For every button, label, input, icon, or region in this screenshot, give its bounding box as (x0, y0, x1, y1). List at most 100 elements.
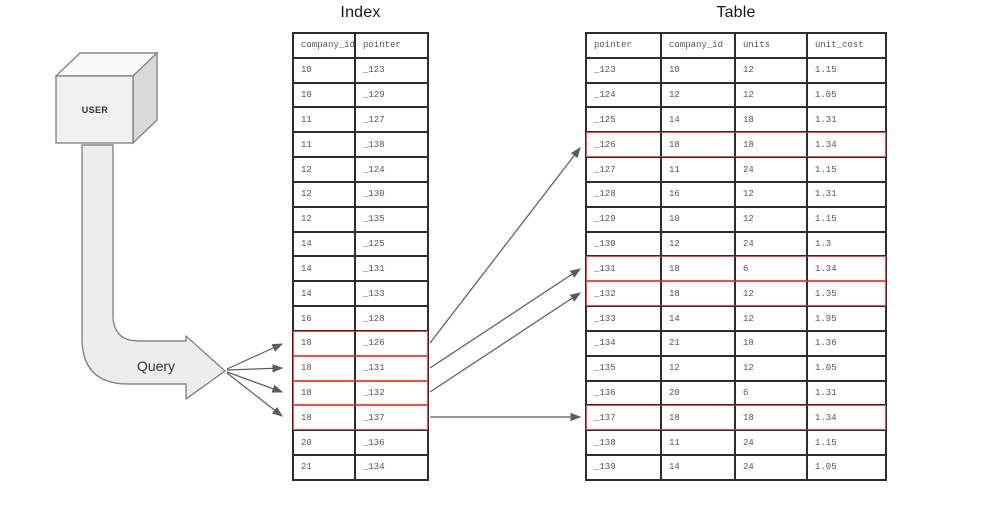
table-cell: _128 (355, 306, 428, 331)
table-cell: 14 (293, 256, 355, 282)
table-cell: 1.15 (807, 57, 886, 83)
table-cell: 1.3 (807, 231, 886, 257)
table-cell: _133 (586, 306, 661, 331)
table-cell: 21 (661, 330, 735, 356)
table-cell: 18 (293, 355, 355, 381)
table-cell: _123 (355, 57, 428, 83)
query-fan-arrows (226, 343, 284, 417)
table-cell: _132 (355, 380, 428, 406)
table-cell: _134 (586, 330, 661, 356)
table-cell: 12 (661, 82, 735, 108)
table-cell: 18 (293, 405, 355, 431)
table-cell: _124 (586, 82, 661, 108)
user-cube-top-face (54, 52, 159, 77)
table-title: Table (716, 4, 756, 21)
table-cell: 11 (293, 132, 355, 158)
pointer-arrows (429, 147, 582, 422)
table-cell: 14 (293, 281, 355, 307)
column-header-cell: unit_cost (807, 33, 886, 58)
column-header-cell: company_id (661, 33, 735, 58)
table-cell: 1.36 (807, 330, 886, 356)
column-header-cell: pointer (355, 33, 428, 58)
table-cell: 18 (735, 107, 807, 133)
table-cell: _133 (355, 281, 428, 307)
table-cell: 18 (735, 405, 807, 431)
table-cell: 20 (293, 430, 355, 456)
query-arrow (81, 144, 226, 400)
table-cell: _128 (586, 181, 661, 207)
table-cell: _129 (355, 82, 428, 108)
table-cell: 18 (293, 330, 355, 356)
pointer-arrow-131 (429, 268, 582, 369)
table-cell: _139 (586, 455, 661, 480)
table-cell: 16 (661, 181, 735, 207)
column-header-cell: pointer (586, 33, 661, 58)
table-cell: _136 (586, 380, 661, 406)
user-cube: USER (54, 51, 159, 145)
table-cell: 1.05 (807, 455, 886, 480)
table-cell: 1.15 (807, 430, 886, 456)
table-cell: 18 (661, 281, 735, 307)
table-cell: _126 (355, 330, 428, 356)
pointer-arrow-126 (429, 147, 581, 344)
table-cell: 11 (661, 157, 735, 182)
table-cell: _138 (586, 430, 661, 456)
table-cell: 12 (735, 181, 807, 207)
table-cell: 1.35 (807, 281, 886, 307)
table-cell: 1.15 (807, 157, 886, 182)
table-cell: 14 (661, 455, 735, 480)
table-cell: _131 (355, 355, 428, 381)
table-cell: 24 (735, 157, 807, 182)
query-fan-arrow-3 (226, 371, 284, 393)
table-cell: 10 (293, 82, 355, 108)
table-cell: 24 (735, 231, 807, 257)
table-cell: 11 (293, 107, 355, 133)
table-cell: 12 (735, 355, 807, 381)
table-cell: 1.31 (807, 380, 886, 406)
table-cell: 12 (735, 57, 807, 83)
table-cell: _125 (586, 107, 661, 133)
table-cell: _137 (586, 405, 661, 431)
table-cell: 1.15 (807, 206, 886, 232)
column-header-cell: units (735, 33, 807, 58)
table-cell: _130 (355, 181, 428, 207)
table-cell: 12 (735, 306, 807, 331)
table-cell: _135 (586, 355, 661, 381)
table-cell: _135 (355, 206, 428, 232)
table-cell: 11 (661, 430, 735, 456)
table-cell: 12 (735, 82, 807, 108)
table-cell: _125 (355, 231, 428, 257)
table-cell: 6 (735, 380, 807, 406)
table-cell: 18 (735, 330, 807, 356)
table-cell: _132 (586, 281, 661, 307)
table-cell: 14 (661, 306, 735, 331)
table-cell: 12 (293, 206, 355, 232)
table-cell: 12 (735, 206, 807, 232)
table-cell: 20 (661, 380, 735, 406)
table-cell: 10 (293, 57, 355, 83)
table-cell: _136 (355, 430, 428, 456)
table-cell: 18 (735, 132, 807, 158)
table-cell: _134 (355, 455, 428, 480)
table-cell: 1.05 (807, 355, 886, 381)
table-cell: _131 (355, 256, 428, 282)
table-cell: 18 (661, 405, 735, 431)
table-cell: 1.05 (807, 82, 886, 108)
table-cell: 1.95 (807, 306, 886, 331)
table-cell: 24 (735, 430, 807, 456)
user-label: USER (82, 105, 109, 115)
pointer-arrow-132 (429, 292, 582, 393)
table-cell: 18 (293, 380, 355, 406)
table-cell: 24 (735, 455, 807, 480)
table-cell: _126 (586, 132, 661, 158)
query-fan-arrow-1 (226, 343, 284, 370)
table-cell: 6 (735, 256, 807, 282)
table-cell: _131 (586, 256, 661, 282)
table-cell: 12 (735, 281, 807, 307)
user-cube-right-face (132, 51, 158, 145)
table-cell: 10 (661, 206, 735, 232)
table-cell: 1.31 (807, 181, 886, 207)
table-cell: 16 (293, 306, 355, 331)
